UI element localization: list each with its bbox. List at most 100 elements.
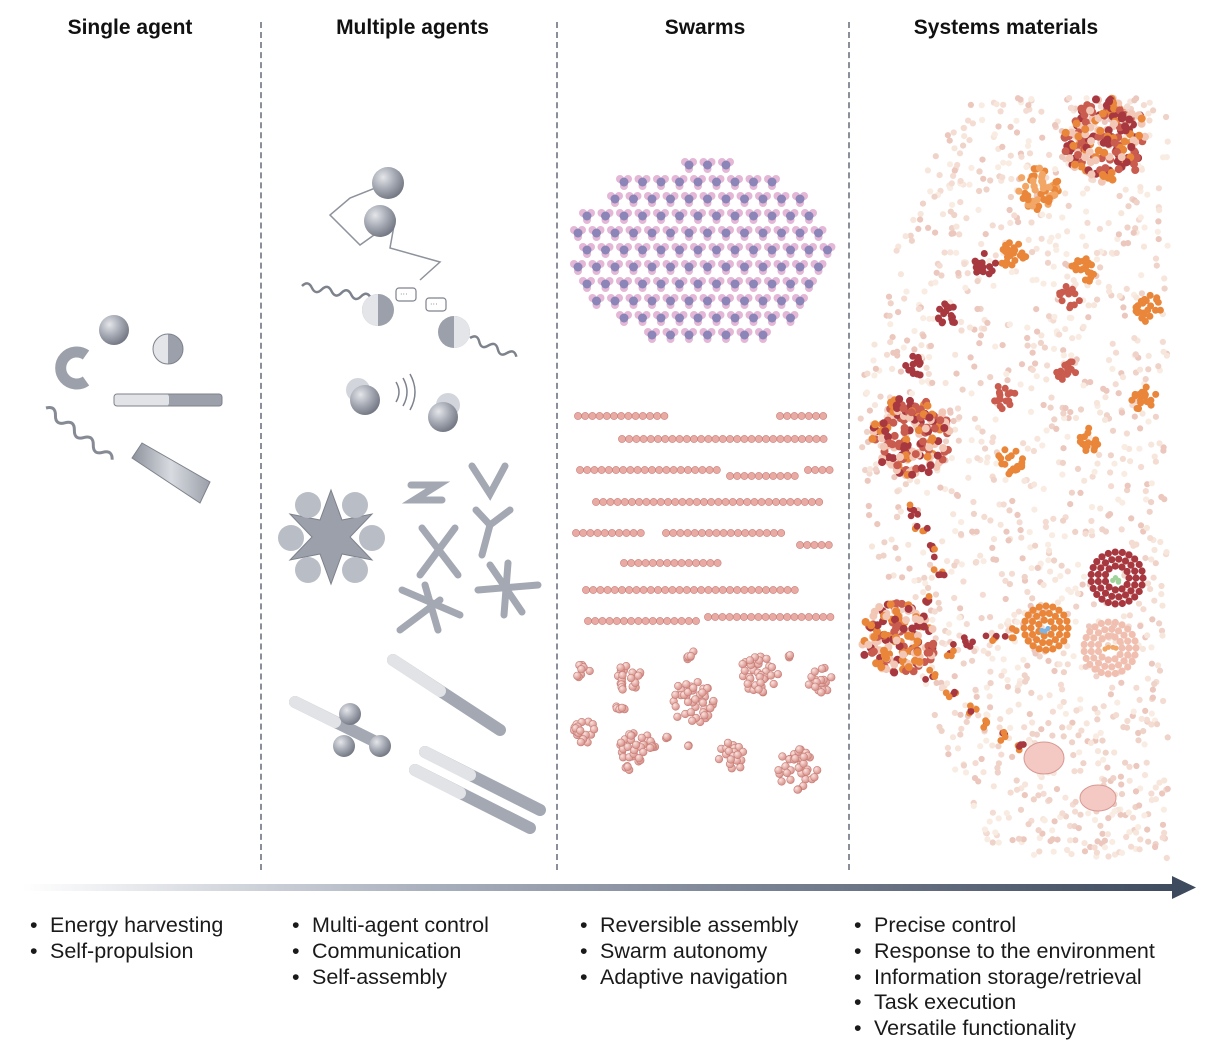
- swarm-bead: [725, 613, 734, 621]
- swarm-bead: [653, 412, 662, 420]
- swarm-bead: [677, 617, 686, 625]
- material-particle: [1126, 777, 1133, 784]
- swarm-bead: [762, 435, 770, 443]
- capability-item: Precise control: [854, 913, 1155, 939]
- swarm-bead: [656, 559, 664, 567]
- swarm-bead: [697, 435, 706, 443]
- swarm-bead: [584, 617, 592, 625]
- material-particle: [1142, 488, 1149, 495]
- swarm-bead: [592, 498, 600, 506]
- material-particle: [939, 538, 946, 545]
- material-particle: [1151, 597, 1158, 604]
- material-particle: [990, 536, 998, 543]
- material-particle: [1059, 810, 1066, 817]
- swarm-particle: [582, 211, 592, 221]
- material-particle: [1065, 154, 1074, 163]
- material-particle: [1131, 593, 1139, 601]
- material-particle: [1127, 458, 1134, 465]
- swarm-bead: [714, 754, 724, 764]
- material-particle: [957, 711, 964, 718]
- swarm-particle: [675, 279, 684, 289]
- material-particle: [931, 193, 938, 200]
- material-particle: [1077, 696, 1084, 703]
- swarm-particle: [647, 330, 657, 340]
- material-particle: [1034, 564, 1041, 572]
- material-particle: [1115, 579, 1122, 585]
- swarm-particle: [703, 330, 712, 340]
- material-particle: [1005, 708, 1012, 715]
- swarm-particle: [786, 211, 795, 221]
- material-particle: [1073, 707, 1080, 714]
- material-particle: [981, 513, 988, 521]
- swarm-bead: [768, 613, 777, 621]
- swarm-bead: [676, 466, 685, 474]
- material-particle: [938, 272, 945, 279]
- swarm-particle: [675, 313, 684, 323]
- material-particle: [1120, 613, 1127, 620]
- material-particle: [1054, 836, 1061, 843]
- swarm-particle: [730, 279, 740, 289]
- material-particle: [1098, 109, 1107, 118]
- material-particle: [1130, 229, 1137, 236]
- material-particle: [1164, 785, 1171, 793]
- swarm-bead: [678, 498, 687, 506]
- material-particle: [919, 622, 928, 631]
- material-particle: [1079, 233, 1086, 240]
- material-particle: [942, 379, 949, 387]
- material-particle: [1149, 616, 1156, 623]
- material-particle: [1149, 686, 1156, 693]
- material-particle: [1128, 630, 1136, 639]
- material-particle: [1133, 199, 1140, 206]
- svg-text:···: ···: [400, 290, 408, 299]
- material-particle: [1022, 781, 1029, 788]
- material-particle: [1061, 361, 1069, 369]
- material-particle: [1058, 297, 1066, 305]
- material-particle: [1059, 471, 1066, 478]
- swarm-bead: [572, 529, 580, 537]
- material-particle: [996, 724, 1003, 731]
- material-particle: [1024, 342, 1031, 349]
- swarm-bead: [634, 753, 644, 763]
- material-particle: [1005, 160, 1012, 167]
- material-particle: [1058, 595, 1065, 602]
- material-particle: [999, 246, 1007, 253]
- material-particle: [1129, 814, 1137, 821]
- material-structures: [858, 94, 1164, 812]
- material-particle: [950, 172, 957, 179]
- material-particle: [892, 544, 899, 551]
- material-particle: [1127, 561, 1135, 569]
- material-particle: [920, 549, 927, 556]
- material-particle: [890, 660, 899, 669]
- swarm-bead: [786, 498, 795, 506]
- material-particle: [1105, 220, 1112, 227]
- material-particle: [923, 364, 930, 371]
- material-particle: [1112, 575, 1119, 581]
- material-particle: [906, 501, 914, 509]
- material-particle: [1070, 301, 1078, 309]
- material-particle: [995, 743, 1002, 750]
- material-particle: [1039, 639, 1047, 647]
- material-particle: [1001, 384, 1009, 392]
- swarm-bead: [811, 466, 820, 474]
- material-particle: [1111, 562, 1119, 570]
- material-particle: [1095, 760, 1102, 767]
- swarm-bead: [700, 711, 709, 720]
- material-particle: [960, 124, 967, 132]
- material-particle: [1036, 694, 1044, 701]
- material-particle: [951, 594, 958, 602]
- material-particle: [970, 510, 978, 517]
- material-particle: [946, 621, 953, 628]
- material-particle: [1149, 694, 1156, 701]
- swarm-bead: [649, 498, 658, 506]
- material-particle: [865, 502, 872, 510]
- material-particle: [992, 829, 999, 836]
- material-particle: [857, 415, 864, 422]
- material-particle: [1126, 763, 1133, 771]
- material-particle: [927, 188, 934, 195]
- material-particle: [1124, 240, 1132, 247]
- material-particle: [1042, 646, 1050, 654]
- material-particle: [1029, 177, 1037, 185]
- material-particle: [945, 693, 953, 701]
- swarm-particle: [758, 296, 768, 306]
- material-particle: [1068, 489, 1075, 496]
